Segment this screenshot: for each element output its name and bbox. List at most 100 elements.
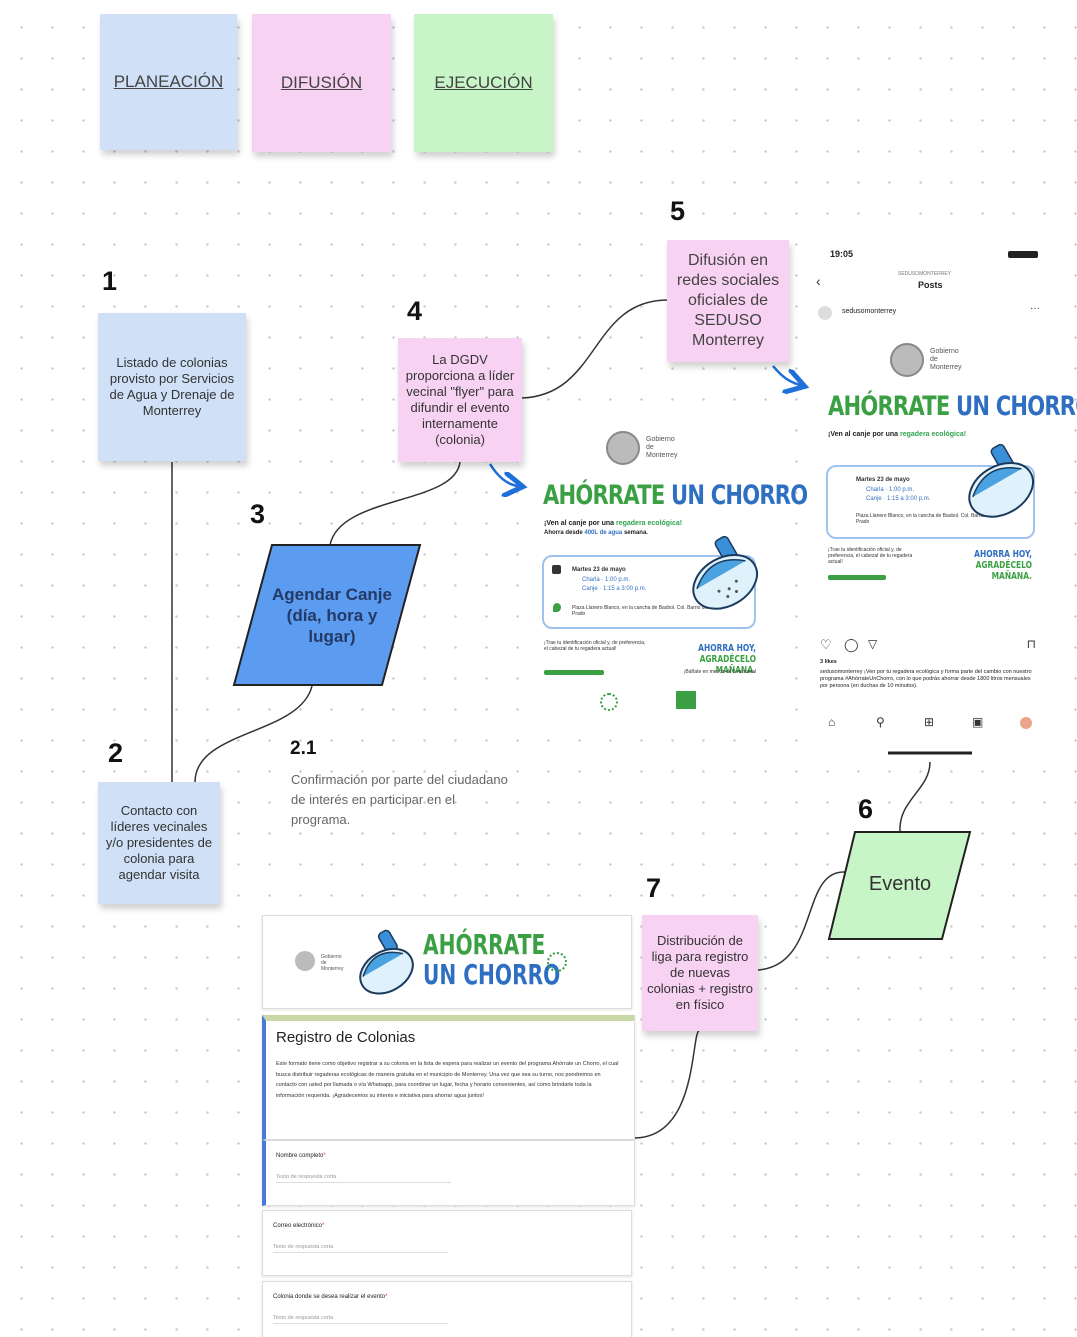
category-planning-note: PLANEACIÓN [100,14,237,150]
instagram-post-screenshot: 19:05 ‹ SEDUSOMONTERREY Posts sedusomont… [810,243,1077,743]
form-showerhead-icon [359,929,414,995]
phone-caption: sedusomonterrey ¡Ven por tu regadera eco… [820,669,1032,689]
post-date: Martes 23 de mayo [856,477,910,483]
step-2-1-number: 2.1 [290,738,317,759]
flyer-date: Martes 23 de mayo [572,567,626,573]
flyer-subtitle-2: Ahorra desde 400L de agua semana. [544,530,648,536]
question-email-input[interactable]: Texto de respuesta corta [273,1244,448,1253]
profile-tab-avatar[interactable] [1020,717,1032,729]
city-seal-icon [606,431,640,465]
flyer-canje: Canje · 1:15 a 3:00 p.m. [582,586,647,592]
step-3-parallelogram [232,544,422,686]
step-2-note: Contacto con líderes vecinales y/o presi… [98,782,220,904]
post-charla: Charla · 1:00 p.m. [866,487,915,493]
line-4-5 [521,299,669,399]
arrow-4-flyer [488,463,518,486]
flyer-headline: AHÓRRATE UN CHORRO [543,480,808,511]
phone-time: 19:05 [830,249,854,259]
arrow-5-phone [772,365,800,385]
question-name-input[interactable]: Texto de respuesta corta [276,1174,451,1183]
flyer-ahorra: AHORRA HOY,AGRADÉCELO MAÑANA. [698,643,756,676]
form-question-name[interactable]: Nombre completo* Texto de respuesta cort… [262,1140,635,1206]
form-question-email[interactable]: Correo electrónico* Texto de respuesta c… [262,1210,632,1276]
line-3-4 [329,461,461,546]
step-5-text: Difusión en redes sociales oficiales de … [676,252,780,349]
form-description: Este formato tiene como objetivo registr… [276,1061,619,1099]
post-place: Plaza Llanero Blanco, en la cancha de Ba… [856,513,993,525]
flyer-minutes: ¡Báñate en menos de 5 minutos! [683,669,756,675]
category-execution-label: EJECUCIÓN [434,73,533,92]
step-2-1-text: Confirmación por parte del ciudadano de … [291,772,508,827]
post-ahorra: AHORRA HOY,AGRADÉCELO MAÑANA. [974,549,1032,582]
showerhead-icon [692,535,758,610]
form-seduso-logo-icon [547,952,567,972]
post-bring-text: ¡Trae tu identificación oficial y, de pr… [828,547,913,565]
post-headline: AHÓRRATE UN CHORRO [828,391,1077,422]
question-colonia-input[interactable]: Texto de respuesta corta [273,1315,448,1324]
profile-avatar[interactable] [818,306,832,320]
form-header-card: Registro de Colonias Este formato tiene … [262,1015,635,1140]
step-7-note: Distribución de liga para registro de nu… [642,915,758,1031]
step-1-note: Listado de colonias provisto por Servici… [98,313,246,461]
more-options-icon[interactable]: ··· [1030,303,1040,314]
back-icon[interactable]: ‹ [816,273,821,289]
post-subtitle: ¡Ven al canje por una regadera ecológica… [828,431,967,438]
step-4-note: La DGDV proporciona a líder vecinal "fly… [398,338,522,462]
reels-icon[interactable]: ▣ [972,715,984,729]
location-pin-icon [553,603,561,612]
comment-icon[interactable]: ◯ [844,637,859,652]
post-canje: Canje · 1:15 a 3:00 p.m. [866,496,931,502]
like-icon[interactable]: ♡ [820,637,832,652]
step-1-number: 1 [102,266,118,296]
step-7-text: Distribución de liga para registro de nu… [647,933,753,1012]
share-icon[interactable]: ▽ [868,637,878,651]
question-name-label: Nombre completo* [276,1153,326,1159]
step-5-number: 5 [670,196,686,226]
post-green-bar [828,575,886,580]
flyer-green-bar [544,670,604,675]
post-seal-icon [890,343,924,377]
line-form-7 [631,1029,701,1139]
search-icon[interactable]: ⚲ [876,715,885,729]
category-diffusion-note: DIFUSIÓN [252,14,391,152]
category-execution-note: EJECUCIÓN [414,14,553,152]
line-2-3 [194,685,313,783]
step-4-text: La DGDV proporciona a líder vecinal "fly… [405,352,515,447]
bookmark-icon[interactable]: ⊓ [1026,637,1036,651]
category-planning-label: PLANEACIÓN [113,72,224,91]
flyer-bring-text: ¡Trae tu identificación oficial y, de pr… [544,640,646,652]
seduso-logo-icon [600,693,618,711]
question-email-label: Correo electrónico* [273,1223,325,1229]
category-diffusion-label: DIFUSIÓN [280,73,363,92]
qr-icon [676,691,696,709]
step-3-text: Agendar Canje (día, hora y lugar) [272,584,392,646]
phone-posts-title: Posts [918,280,943,290]
phone-account[interactable]: sedusomonterrey [842,308,897,315]
step-3-number: 3 [250,499,266,529]
calendar-icon [552,565,561,574]
flyer-charla: Charla · 1:00 p.m. [582,577,631,583]
flyer-subtitle: ¡Ven al canje por una regadera ecológica… [544,520,683,527]
phone-account-top: SEDUSOMONTERREY [898,271,952,277]
form-question-colonia[interactable]: Colonia donde se desea realizar el event… [262,1281,632,1337]
post-showerhead-icon [968,443,1034,518]
step-7-number: 7 [646,873,662,903]
add-post-icon[interactable]: ⊞ [924,715,935,729]
step-6-text: Evento [868,872,932,895]
home-icon[interactable]: ⌂ [828,715,836,729]
question-colonia-label: Colonia donde se desea realizar el event… [273,1294,388,1300]
form-seal-icon [295,951,315,971]
phone-likes: 3 likes [820,659,837,665]
step-2-text: Contacto con líderes vecinales y/o presi… [105,803,213,882]
status-icons [1008,251,1038,258]
flyer-place: Plaza Llanero Blanco, en la cancha de Ba… [572,605,709,617]
form-title: Registro de Colonias [276,1029,416,1046]
